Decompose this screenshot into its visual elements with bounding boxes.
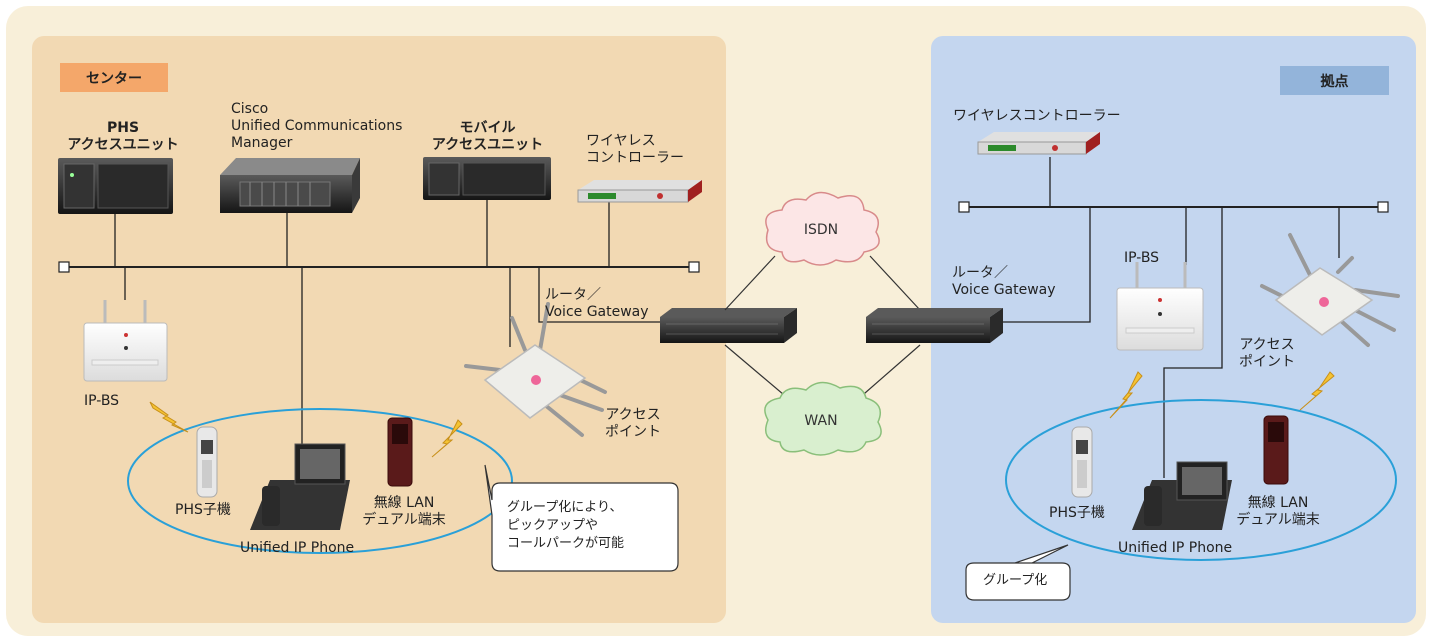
- branch-ip-phone-label: Unified IP Phone: [1118, 540, 1233, 556]
- isdn-label: ISDN: [803, 222, 839, 238]
- branch-phs-handset-label: PHS子機: [1049, 505, 1105, 521]
- center-zone-label: センター: [60, 63, 168, 92]
- branch-access-point-device: [1260, 233, 1400, 347]
- cucm-label: Cisco Unified Communications Manager: [231, 101, 403, 151]
- branch-ip-bs-label: IP-BS: [1124, 250, 1160, 266]
- center-phs-handset-label: PHS子機: [175, 502, 231, 518]
- center-wlan-dual-phone: [387, 417, 413, 487]
- branch-wlan-dual-label: 無線 LAN デュアル端末: [1236, 495, 1320, 528]
- isdn-cloud-icon: [765, 191, 880, 266]
- wan-label: WAN: [804, 413, 838, 429]
- center-wlan-lightning-icon: [431, 419, 463, 458]
- branch-router-label: ルータ／ Voice Gateway: [952, 265, 1056, 298]
- center-access-point-label: アクセス ポイント: [605, 407, 661, 440]
- branch-ip-phone: [1132, 461, 1232, 530]
- branch-group-ellipse: [1005, 399, 1397, 561]
- phs-access-unit-device: [58, 158, 173, 214]
- branch-group-callout-text: グループ化: [983, 573, 1048, 588]
- center-group-ellipse: [127, 408, 513, 554]
- wan-cloud-icon: [764, 381, 882, 456]
- branch-ip-bs-device: [1116, 262, 1204, 351]
- phs-access-unit-label: PHS アクセスユニット: [67, 120, 179, 153]
- center-access-point-device: [464, 302, 607, 437]
- center-ip-phone: [250, 443, 350, 530]
- center-wlan-dual-label: 無線 LAN デュアル端末: [362, 495, 446, 528]
- lan-terminator-right: [688, 261, 700, 273]
- branch-zone-label: 拠点: [1280, 66, 1389, 95]
- center-phs-handset: [196, 426, 218, 498]
- branch-router-device: [866, 308, 1003, 343]
- center-wireless-controller-label: ワイヤレス コントローラー: [586, 133, 684, 166]
- branch-lan-lines: [964, 157, 1383, 478]
- center-router-device: [660, 308, 797, 343]
- branch-lan-terminator-right: [1377, 201, 1389, 213]
- center-ip-bs-device: [83, 300, 168, 382]
- lan-terminator-left: [58, 261, 70, 273]
- wan-links: [724, 255, 921, 401]
- center-ip-bs-label: IP-BS: [84, 393, 120, 409]
- branch-group-callout-box: [965, 544, 1071, 601]
- branch-wlan-lightning-icon: [1299, 371, 1335, 411]
- branch-wireless-controller-label: ワイヤレスコントローラー: [953, 108, 1121, 124]
- branch-phs-handset: [1071, 426, 1093, 498]
- center-callout-box: [484, 464, 679, 572]
- center-callout-text: グループ化により、 ピックアップや コールパークが可能: [507, 500, 625, 551]
- mobile-access-unit-device: [423, 157, 551, 200]
- center-lan-lines: [64, 200, 694, 478]
- cucm-server-device: [220, 158, 360, 213]
- branch-wlan-dual-phone: [1263, 415, 1289, 485]
- center-wireless-controller-device: [577, 180, 702, 203]
- branch-phs-lightning-icon: [1109, 371, 1143, 419]
- branch-access-point-label: アクセス ポイント: [1239, 337, 1295, 370]
- center-router-label: ルータ／ Voice Gateway: [545, 287, 649, 320]
- center-phs-lightning-icon: [149, 401, 189, 433]
- branch-wireless-controller-device: [977, 132, 1100, 155]
- branch-lan-terminator-left: [958, 201, 970, 213]
- center-ip-phone-label: Unified IP Phone: [240, 540, 355, 556]
- mobile-access-unit-label: モバイル アクセスユニット: [431, 120, 544, 153]
